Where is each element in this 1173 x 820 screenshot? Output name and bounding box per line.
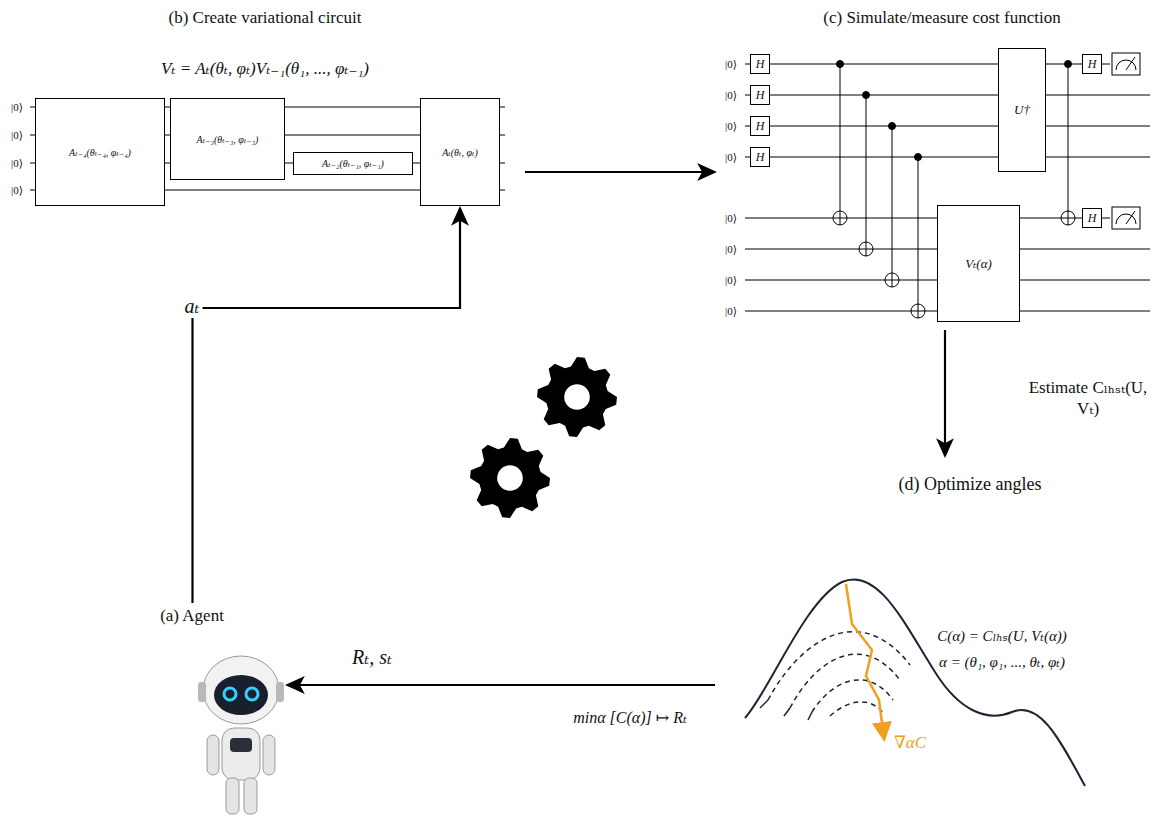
- gate-label: H: [756, 57, 765, 72]
- hadamard-gate: H: [750, 116, 770, 136]
- panel-region: H H H H U† Vₜ(α) H H (c) Simulate/measure cost f…: [715, 0, 1170, 330]
- gate-label: H: [756, 88, 765, 103]
- flow-arrow: [193, 208, 461, 603]
- unitary-block: Aₜ₋₄(θₜ₋₄, φₜ₋₄): [35, 98, 165, 206]
- equation: C(α) = Cₗₕₛ(U, Vₜ(α)): [937, 627, 1067, 645]
- unitary-block: Aₜ(θₜ, φₜ): [420, 98, 500, 206]
- flow-arrow: [525, 171, 715, 173]
- qubit-ket: |0⟩: [725, 305, 737, 318]
- equation: α = (θ₁, φ₁, ..., θₜ, φₜ): [939, 653, 1065, 671]
- gate-label: H: [756, 150, 765, 165]
- panel-region: (a) Agent: [100, 603, 285, 818]
- edge-label: aₜ: [182, 294, 203, 318]
- panel-heading: (c) Simulate/measure cost function: [823, 8, 1060, 28]
- flow-arrow: [287, 684, 715, 686]
- gradient-label: ∇αC: [894, 732, 926, 753]
- measurement-meters: [1112, 53, 1140, 229]
- qubit-ket: |0⟩: [11, 129, 23, 142]
- unitary-block: Aₜ₋₂(θₜ₋₁, φₜ₋₁): [293, 152, 413, 175]
- qubit-ket: |0⟩: [11, 101, 23, 114]
- unitary-block: U†: [998, 48, 1046, 172]
- flow-arrow: [944, 330, 946, 456]
- qubit-ket: |0⟩: [725, 212, 737, 225]
- gate-label: Aₜ₋₃(θₜ₋₃, φₜ₋₃): [197, 134, 259, 145]
- gears: [470, 357, 617, 518]
- qubit-ket: |0⟩: [725, 120, 737, 133]
- gate-label: Aₜ(θₜ, φₜ): [442, 147, 478, 158]
- gate-label: H: [1088, 57, 1097, 72]
- panel-region: (d) Optimize anglesC(α) = Cₗₕₛ(U, Vₜ(α))…: [715, 460, 1170, 815]
- unitary-block: Vₜ(α): [937, 205, 1020, 322]
- cost-landscape: [745, 579, 1085, 786]
- qubit-ket: |0⟩: [725, 243, 737, 256]
- panel-heading: (a) Agent: [160, 606, 224, 626]
- gate-label: H: [756, 119, 765, 134]
- reward-mapping: minα [C(α)] ↦ Rₜ: [573, 708, 687, 727]
- gate-label: H: [1088, 211, 1097, 226]
- hadamard-gate: H: [1082, 54, 1102, 74]
- gear-icon: [537, 357, 617, 437]
- gate-label: Aₜ₋₂(θₜ₋₁, φₜ₋₁): [322, 158, 384, 169]
- gate-label: U†: [1014, 102, 1030, 118]
- hadamard-gate: H: [1082, 208, 1102, 228]
- edge-label: Rₜ, sₜ: [349, 645, 395, 669]
- qubit-ket: |0⟩: [725, 58, 737, 71]
- panel-region: Aₜ₋₄(θₜ₋₄, φₜ₋₄) Aₜ₋₃(θₜ₋₃, φₜ₋₃) Aₜ₋₂(θₜ₋…: [5, 0, 525, 235]
- unitary-block: Aₜ₋₃(θₜ₋₃, φₜ₋₃): [170, 98, 285, 180]
- equation: Vₜ = Aₜ(θₜ, φₜ)Vₜ₋₁(θ₁, ..., φₜ₋₁): [161, 58, 369, 79]
- panel-heading: (d) Optimize angles: [899, 474, 1042, 495]
- gate-label: Aₜ₋₄(θₜ₋₄, φₜ₋₄): [69, 147, 131, 158]
- edge-label: Estimate Cₗₕₛₜ(U, Vₜ): [1015, 377, 1161, 419]
- hadamard-gate: H: [750, 147, 770, 167]
- hadamard-gate: H: [750, 85, 770, 105]
- hadamard-gate: H: [750, 54, 770, 74]
- gate-label: Vₜ(α): [965, 256, 992, 272]
- qubit-ket: |0⟩: [725, 151, 737, 164]
- qubit-ket: |0⟩: [11, 157, 23, 170]
- qubit-ket: |0⟩: [725, 89, 737, 102]
- panel-heading: (b) Create variational circuit: [168, 8, 361, 28]
- qubit-ket: |0⟩: [725, 274, 737, 287]
- robot-illustration: [198, 656, 284, 814]
- qubit-ket: |0⟩: [11, 184, 23, 197]
- gear-icon: [470, 438, 550, 518]
